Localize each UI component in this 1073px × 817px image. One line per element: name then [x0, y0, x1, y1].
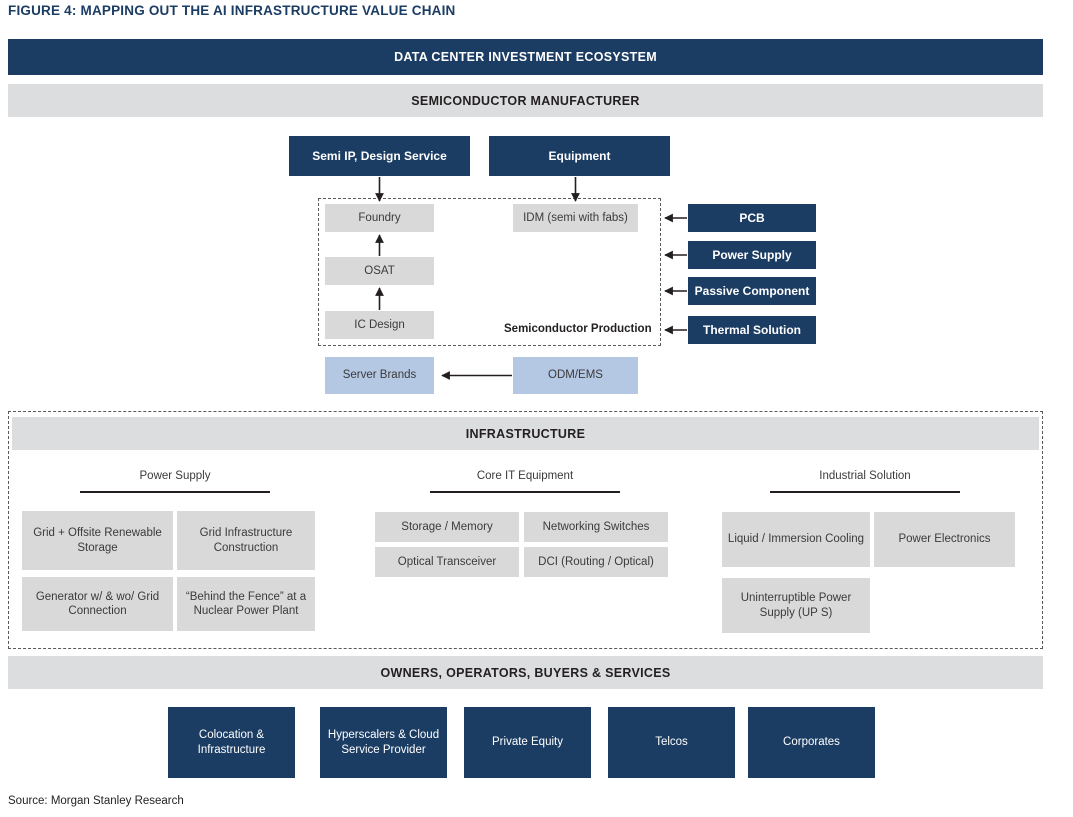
box-power-supply-component[interactable]: Power Supply [688, 241, 816, 269]
box-uninterruptible-power-supply[interactable]: Uninterruptible Power Supply (UP S) [722, 578, 870, 633]
box-pcb[interactable]: PCB [688, 204, 816, 232]
group-rule-core-it-equipment [430, 491, 620, 493]
box-semi-ip-design-service[interactable]: Semi IP, Design Service [289, 136, 470, 176]
group-title-industrial-solution: Industrial Solution [819, 470, 911, 482]
box-liquid-immersion-cooling[interactable]: Liquid / Immersion Cooling [722, 512, 870, 567]
box-thermal-solution[interactable]: Thermal Solution [688, 316, 816, 344]
box-generator-grid-connection[interactable]: Generator w/ & wo/ Grid Connection [22, 577, 173, 631]
box-networking-switches[interactable]: Networking Switches [524, 512, 668, 542]
band-owners-operators-buyers-services: OWNERS, OPERATORS, BUYERS & SERVICES [8, 656, 1043, 689]
box-telcos[interactable]: Telcos [608, 707, 735, 778]
box-storage-memory[interactable]: Storage / Memory [375, 512, 519, 542]
band-data-center-investment-ecosystem: DATA CENTER INVESTMENT ECOSYSTEM [8, 39, 1043, 75]
box-osat[interactable]: OSAT [325, 257, 434, 285]
semiconductor-production-container [318, 198, 661, 346]
box-colocation-infrastructure[interactable]: Colocation & Infrastructure [168, 707, 295, 778]
box-optical-transceiver[interactable]: Optical Transceiver [375, 547, 519, 577]
band-infrastructure: INFRASTRUCTURE [12, 417, 1039, 450]
box-server-brands[interactable]: Server Brands [325, 357, 434, 394]
page-title: FIGURE 4: MAPPING OUT THE AI INFRASTRUCT… [8, 3, 456, 18]
semiconductor-production-label: Semiconductor Production [504, 323, 652, 335]
group-title-core-it-equipment: Core IT Equipment [476, 470, 574, 482]
box-power-electronics[interactable]: Power Electronics [874, 512, 1015, 567]
box-grid-infrastructure-construction[interactable]: Grid Infrastructure Construction [177, 511, 315, 570]
group-title-power-supply: Power Supply [139, 470, 211, 482]
box-idm-semi-with-fabs[interactable]: IDM (semi with fabs) [513, 204, 638, 232]
box-equipment[interactable]: Equipment [489, 136, 670, 176]
box-private-equity[interactable]: Private Equity [464, 707, 591, 778]
source-note: Source: Morgan Stanley Research [8, 795, 184, 807]
box-hyperscalers-cloud-service-provider[interactable]: Hyperscalers & Cloud Service Provider [320, 707, 447, 778]
box-odm-ems[interactable]: ODM/EMS [513, 357, 638, 394]
box-passive-component[interactable]: Passive Component [688, 277, 816, 305]
box-ic-design[interactable]: IC Design [325, 311, 434, 339]
box-dci-routing-optical[interactable]: DCI (Routing / Optical) [524, 547, 668, 577]
box-behind-the-fence-nuclear[interactable]: “Behind the Fence” at a Nuclear Power Pl… [177, 577, 315, 631]
band-semiconductor-manufacturer: SEMICONDUCTOR MANUFACTURER [8, 84, 1043, 117]
box-foundry[interactable]: Foundry [325, 204, 434, 232]
group-rule-power-supply [80, 491, 270, 493]
group-rule-industrial-solution [770, 491, 960, 493]
box-corporates[interactable]: Corporates [748, 707, 875, 778]
infrastructure-container [8, 411, 1043, 649]
box-grid-offsite-renewable-storage[interactable]: Grid + Offsite Renewable Storage [22, 511, 173, 570]
